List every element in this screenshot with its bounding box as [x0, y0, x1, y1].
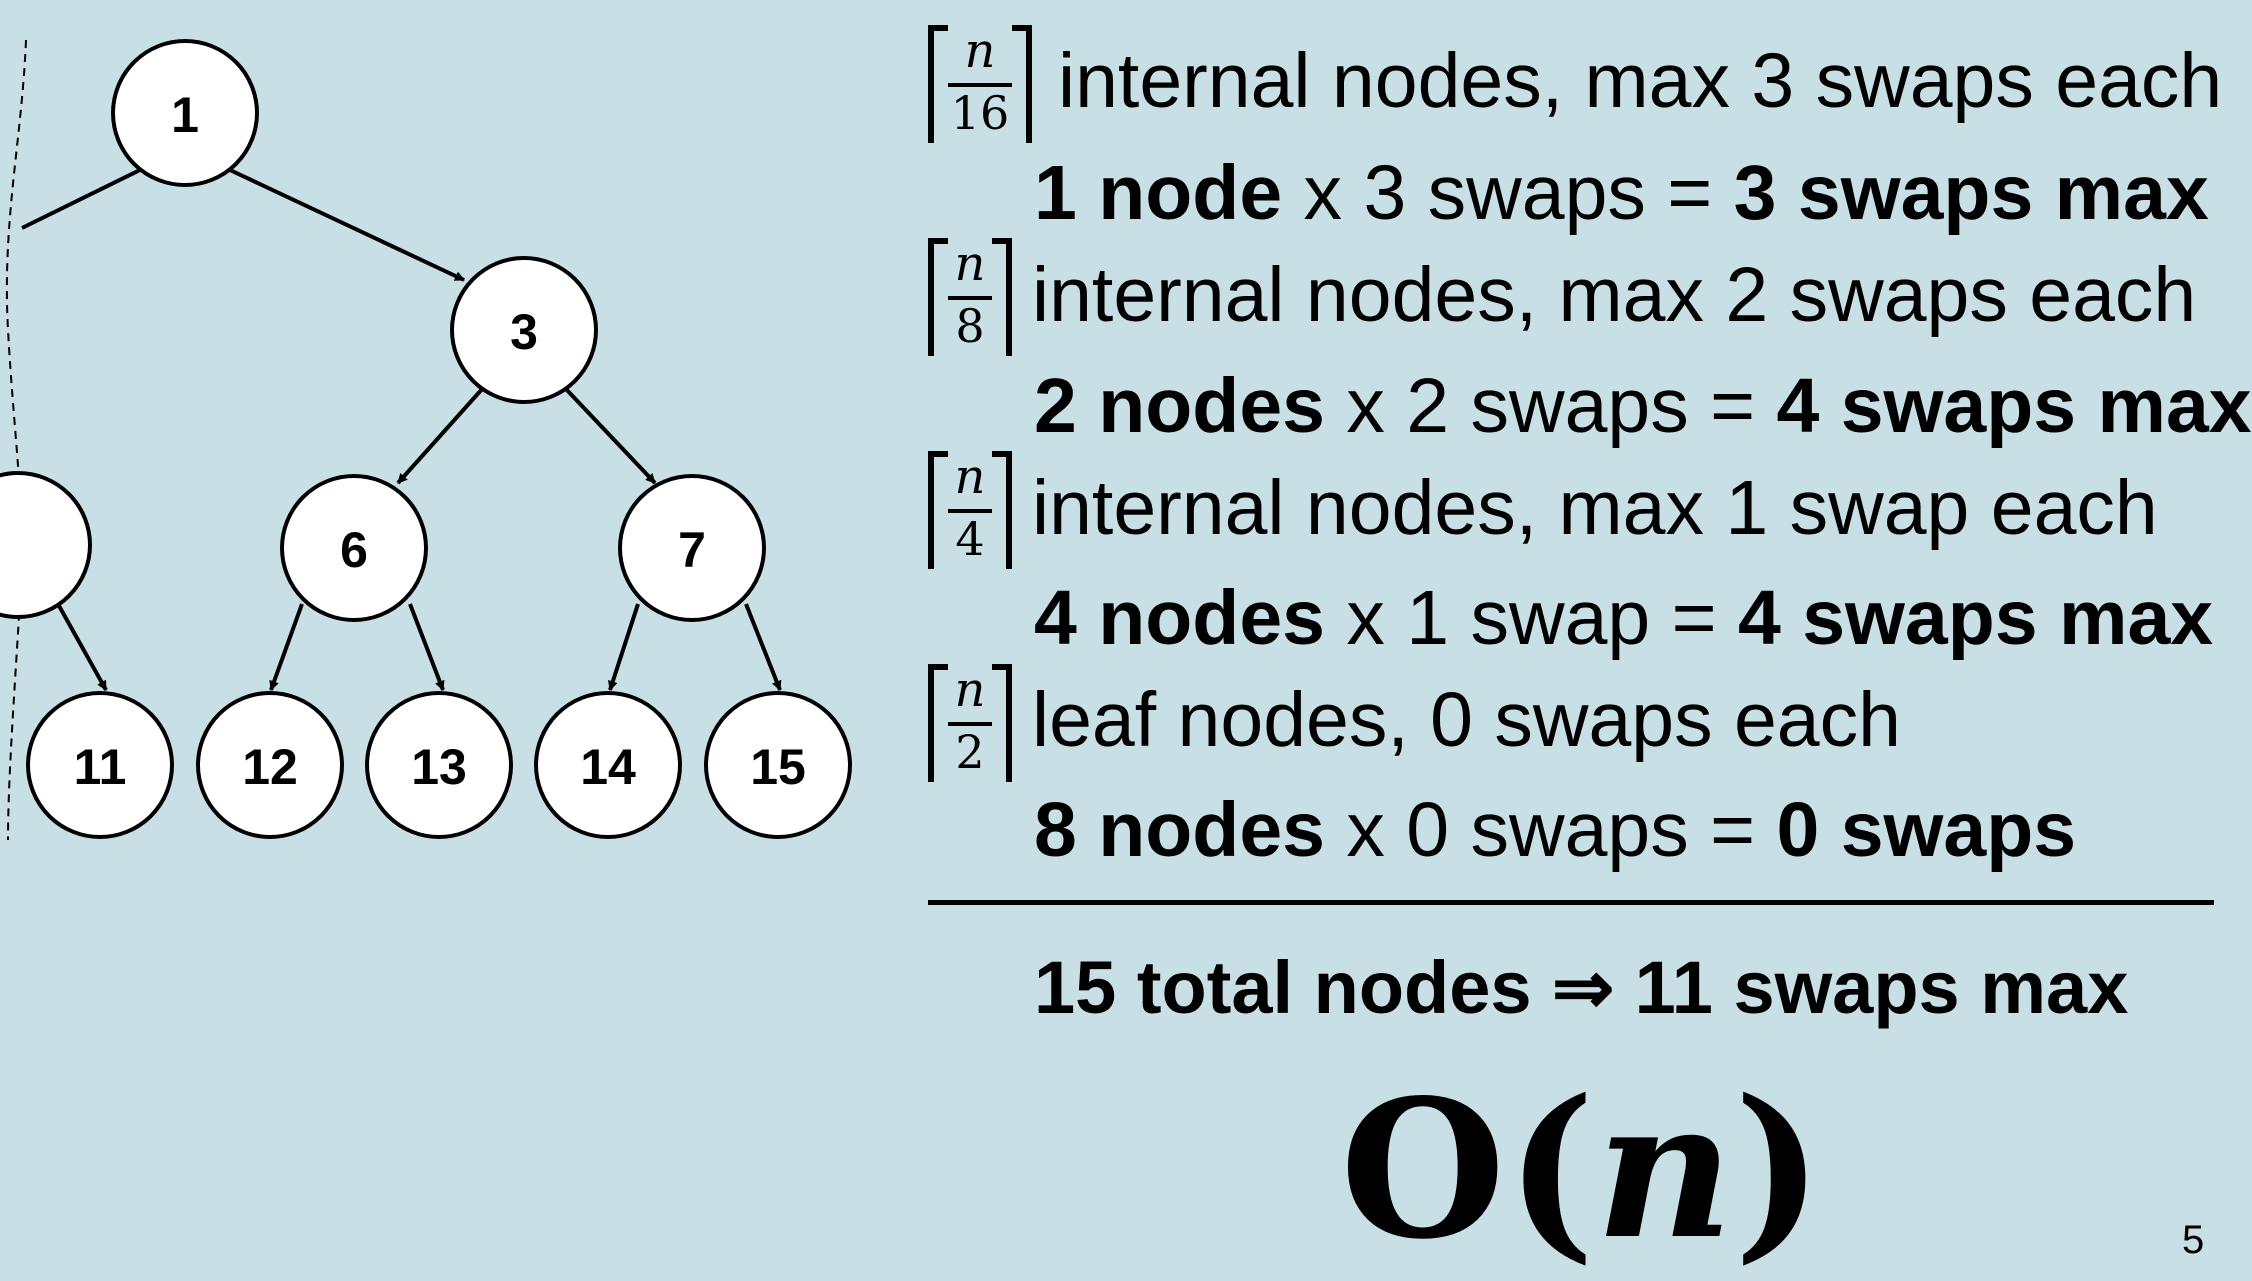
tree-node-14-circle [534, 691, 682, 839]
edge-7-15 [744, 603, 782, 691]
tree-node-partial [0, 471, 92, 619]
calc-count: 1 node [1034, 150, 1283, 236]
big-o-variable: n [1595, 1058, 1734, 1281]
level-8-calc: 2 nodes x 2 swaps = 4 swaps max [1034, 368, 2252, 445]
tree-node-15-label: 15 [750, 739, 806, 795]
fraction-n-over-4: n 4 [928, 451, 1012, 569]
calc-result: 3 swaps max [1733, 150, 2209, 236]
calc-mult: x 2 swaps = [1324, 363, 1777, 449]
fraction-numerator: n [954, 662, 986, 718]
level-4-description: internal nodes, max 1 swap each [1032, 465, 2158, 551]
edge-1-3 [229, 168, 465, 282]
page-number: 5 [2182, 1218, 2205, 1262]
tree-node-3-circle [450, 256, 598, 404]
calc-mult: x 1 swap = [1324, 575, 1738, 661]
fraction-n-over-16: n 16 [928, 25, 1032, 143]
fraction-numerator: n [954, 236, 986, 292]
level-16-description: internal nodes, max 3 swaps each [1058, 38, 2223, 124]
tree-node-1-label: 1 [171, 87, 199, 143]
level-2-calc: 8 nodes x 0 swaps = 0 swaps [1034, 792, 2076, 869]
fraction-bar [948, 722, 992, 726]
fraction-n-over-2: n 2 [928, 664, 1012, 782]
big-o-complexity: O(n) [1340, 1075, 1823, 1265]
fraction-numerator: n [954, 449, 986, 505]
tree-node-15-circle [704, 691, 852, 839]
fraction-denominator: 16 [950, 86, 1010, 140]
tree-node-7-circle [618, 474, 766, 622]
calc-mult: x 0 swaps = [1324, 787, 1777, 873]
tree-node-11-circle [26, 691, 174, 839]
big-o-prefix: O( [1340, 1058, 1596, 1281]
tree-node-11-label: 11 [74, 739, 127, 795]
calc-count: 2 nodes [1034, 363, 1325, 449]
level-8-description: internal nodes, max 2 swaps each [1032, 252, 2197, 338]
tree-node-13-circle [365, 691, 513, 839]
edge-1-left [21, 168, 141, 230]
heap-tree-diagram: 1 3 6 7 11 12 13 14 15 [0, 39, 852, 841]
level-16-calc: 1 node x 3 swaps = 3 swaps max [1034, 155, 2209, 232]
calc-result: 4 swaps max [1776, 363, 2252, 449]
tree-node-6-circle [280, 474, 428, 622]
edge-7-14 [608, 603, 640, 691]
fraction-bar [948, 296, 992, 300]
big-o-suffix: ) [1733, 1058, 1824, 1281]
tree-node-13-label: 13 [411, 739, 467, 795]
tree-node-1-circle [111, 39, 259, 187]
edge-6-13 [408, 603, 445, 691]
calc-count: 4 nodes [1034, 575, 1325, 661]
calc-result: 0 swaps [1776, 787, 2077, 873]
level-2-description: leaf nodes, 0 swaps each [1032, 677, 1901, 763]
sum-divider [928, 900, 2214, 905]
cut-boundary [5, 39, 27, 841]
fraction-denominator: 2 [955, 725, 985, 779]
calc-mult: x 3 swaps = [1282, 150, 1734, 236]
edge-3-7 [563, 386, 657, 485]
total-summary: 15 total nodes ⇒ 11 swaps max [1034, 946, 2129, 1029]
tree-node-6-label: 6 [340, 522, 368, 578]
tree-node-3-label: 3 [510, 304, 538, 360]
tree-node-12-circle [196, 691, 344, 839]
tree-node-7-label: 7 [678, 522, 706, 578]
calc-result: 4 swaps max [1737, 575, 2214, 661]
fraction-denominator: 8 [955, 299, 985, 353]
edge-5-11 [56, 603, 108, 691]
fraction-numerator: n [964, 23, 996, 79]
fraction-n-over-8: n 8 [928, 238, 1012, 356]
fraction-bar [948, 509, 992, 513]
fraction-denominator: 4 [955, 512, 985, 566]
calc-count: 8 nodes [1034, 787, 1325, 873]
edge-3-6 [396, 386, 485, 485]
level-4-calc: 4 nodes x 1 swap = 4 swaps max [1034, 580, 2213, 657]
fraction-bar [948, 83, 1012, 87]
edge-6-12 [269, 603, 304, 691]
tree-node-12-label: 12 [242, 739, 298, 795]
tree-node-14-label: 14 [580, 739, 636, 795]
